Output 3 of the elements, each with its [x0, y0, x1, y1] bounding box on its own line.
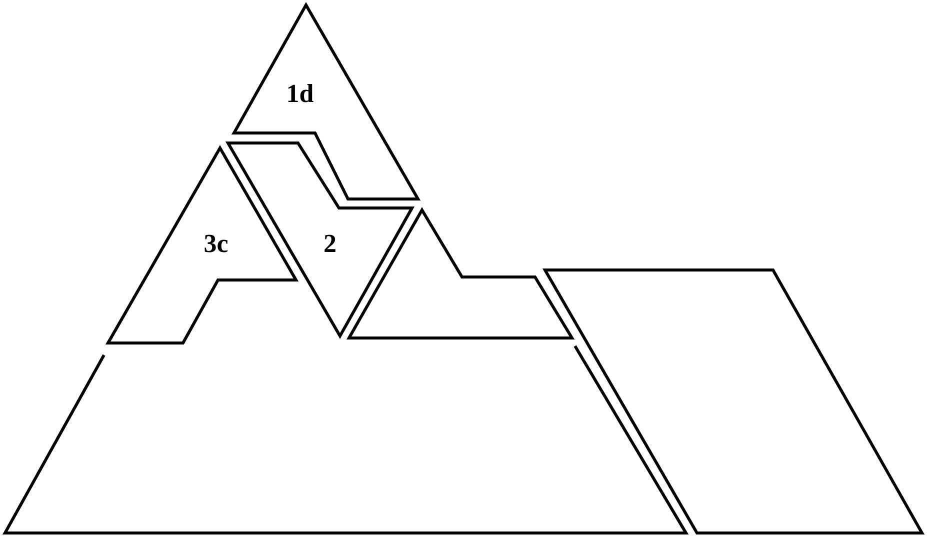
piece-label: 3c	[204, 230, 228, 258]
piece-label: 2	[324, 230, 336, 258]
piece-label: 1d	[286, 80, 314, 108]
